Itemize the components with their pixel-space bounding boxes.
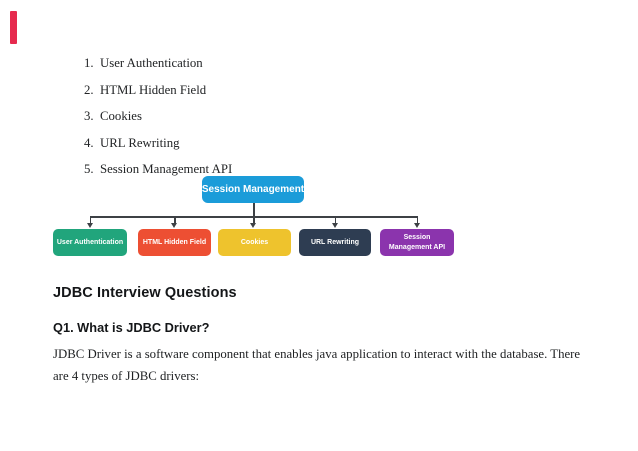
list-item-label: HTML Hidden Field [100, 82, 207, 97]
arrowhead-down-icon [250, 223, 256, 228]
question-heading: Q1. What is JDBC Driver? [53, 320, 210, 335]
list-item-label: User Authentication [100, 56, 203, 70]
list-item: 2. HTML Hidden Field [84, 83, 232, 110]
list-item: 5. Session Management API [84, 162, 232, 189]
diagram-child-box: Session Management API [380, 229, 454, 256]
list-item-label: Cookies [100, 109, 142, 123]
arrowhead-down-icon [171, 223, 177, 228]
connector-line [334, 216, 336, 223]
list-item-number: 3. [84, 109, 94, 123]
arrowhead-down-icon [86, 223, 93, 228]
red-highlight-bar [10, 11, 17, 44]
connector-line [90, 216, 417, 218]
list-item: 3. Cookies [84, 109, 232, 136]
list-item-number: 5. [84, 162, 94, 176]
connector-line [174, 216, 176, 223]
topic-list: 1. User Authentication 2. HTML Hidden Fi… [84, 56, 232, 189]
diagram-child-box: User Authentication [53, 229, 127, 256]
list-item-number: 4. [84, 135, 94, 150]
diagram-child-box: HTML Hidden Field [138, 229, 211, 256]
answer-paragraph: JDBC Driver is a software component that… [53, 344, 580, 387]
connector-line [416, 216, 418, 223]
list-item-number: 1. [84, 56, 94, 70]
diagram-child-box: Cookies [218, 229, 291, 256]
answer-line: JDBC Driver is a software component that… [53, 347, 581, 361]
list-item-number: 2. [84, 82, 94, 97]
diagram-child-box: URL Rewriting [299, 229, 371, 256]
list-item: 4. URL Rewriting [84, 136, 232, 163]
list-item-label: URL Rewriting [100, 135, 180, 150]
arrowhead-down-icon [413, 223, 420, 228]
arrowhead-down-icon [331, 223, 338, 228]
session-management-diagram: Session Management User Authentication H… [53, 176, 454, 256]
connector-line [253, 203, 255, 223]
section-heading: JDBC Interview Questions [53, 285, 237, 301]
diagram-root-box: Session Management [202, 176, 304, 203]
connector-line [89, 216, 91, 223]
answer-line: are 4 types of JDBC drivers: [53, 368, 200, 383]
list-item: 1. User Authentication [84, 56, 232, 83]
list-item-label: Session Management API [100, 162, 233, 176]
